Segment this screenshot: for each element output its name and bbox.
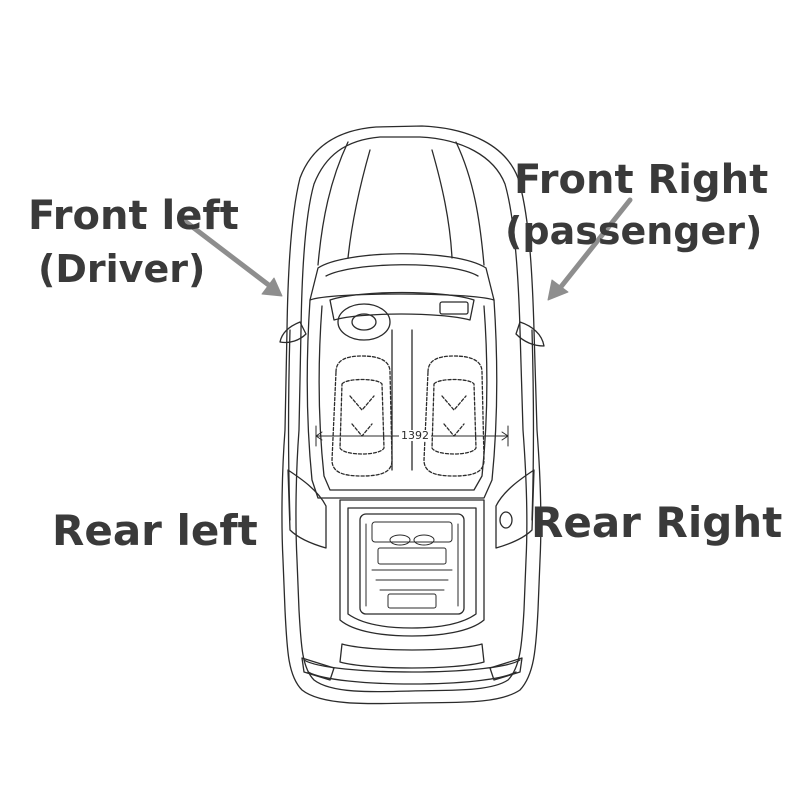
hood-line [318, 142, 348, 265]
label-front-right: Front Right [514, 157, 769, 203]
hood-line [348, 150, 370, 258]
seat-left [332, 356, 392, 476]
rear-light-left [302, 658, 334, 680]
fuel-cap [500, 512, 512, 528]
dash-display [440, 302, 468, 314]
engine-cover-inner [348, 508, 476, 628]
pointer-arrow-front-left [186, 222, 282, 296]
mirror-left [280, 322, 306, 343]
engine-detail [366, 522, 458, 608]
cabin-outline [307, 300, 497, 498]
mirror-right [516, 322, 544, 346]
hood-line [432, 150, 452, 258]
label-rear-right: Rear Right [531, 498, 783, 547]
engine-cover [340, 500, 484, 636]
center-console [392, 330, 412, 470]
pointer-arrow-front-right [548, 200, 630, 300]
steering-wheel-hub [352, 314, 376, 330]
car-body-outline [282, 126, 541, 704]
side-intake-right [496, 470, 534, 548]
rear-bumper [304, 660, 520, 672]
label-rear-left: Rear left [52, 506, 258, 555]
car-body-inner-line [296, 137, 527, 692]
rear-bumper [308, 672, 516, 684]
label-front-left: Front left [28, 193, 239, 239]
rear-spoiler [340, 644, 484, 668]
cabin-inner [319, 306, 487, 490]
windshield-inner [326, 265, 478, 276]
engine-window [360, 514, 464, 614]
dimension-label: 1392 [399, 429, 431, 442]
dashboard [330, 293, 474, 321]
hood-line [456, 142, 484, 265]
label-front-left-driver: (Driver) [38, 247, 206, 291]
label-front-right-passenger: (passenger) [505, 209, 763, 253]
steering-wheel [338, 304, 390, 340]
side-intake-left [288, 470, 326, 548]
rear-light-right [490, 658, 522, 680]
seat-right [424, 356, 484, 476]
